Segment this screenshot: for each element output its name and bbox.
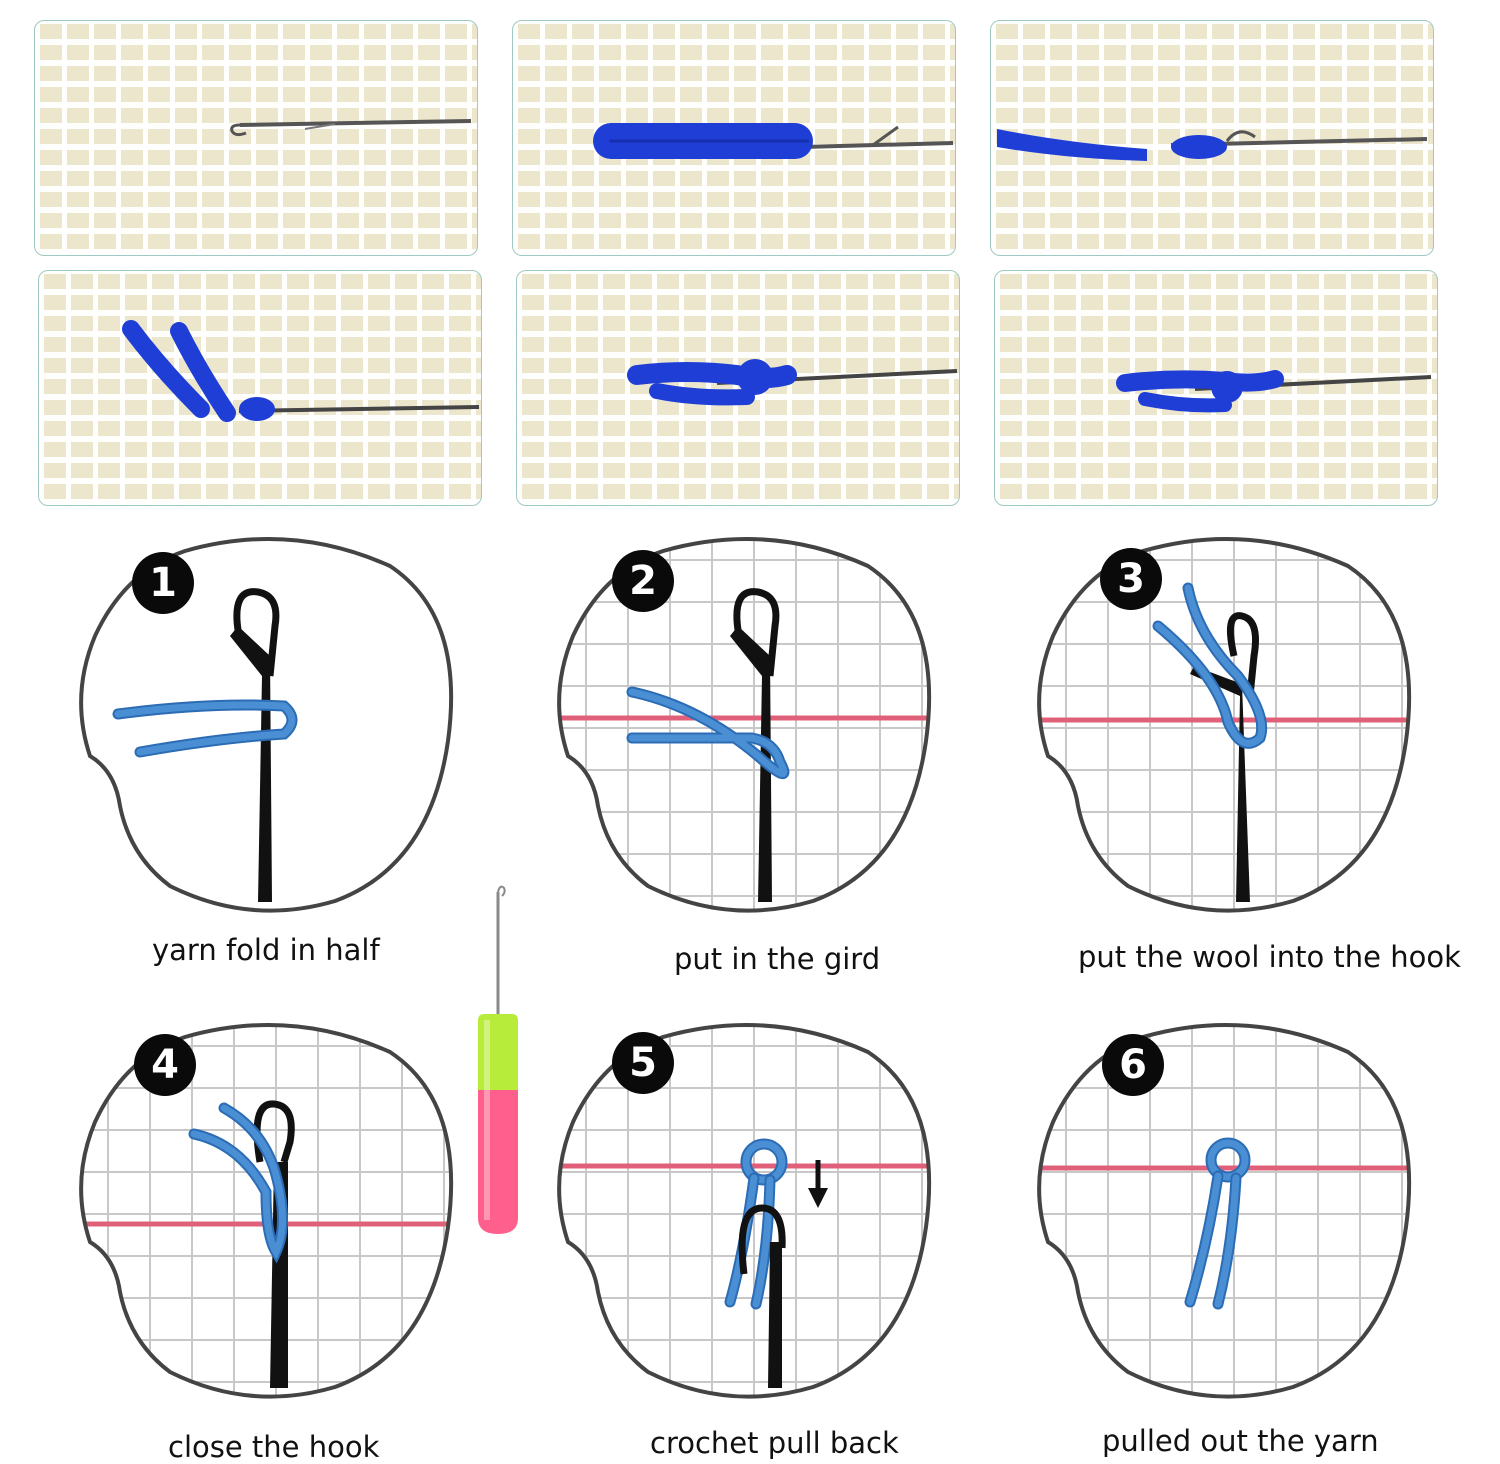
yarn-icon (1152, 582, 1268, 749)
step-6-diagram: 6 (1028, 1012, 1428, 1412)
hook-icon (730, 588, 780, 902)
step-number-badge: 4 (134, 1034, 196, 1096)
hook-icon (230, 588, 280, 902)
photo-step-6 (994, 270, 1438, 506)
yarn-icon (1184, 1137, 1251, 1310)
step-caption: put in the gird (674, 942, 881, 976)
latch-hook-tool-icon (478, 885, 518, 1234)
hook-photo-icon (122, 320, 480, 422)
step-caption: pulled out the yarn (1102, 1424, 1379, 1458)
step-caption: crochet pull back (650, 1426, 899, 1460)
hook-photo-icon (997, 129, 1428, 161)
step-caption: put the wool into the hook (1078, 940, 1461, 974)
hook-icon (1190, 612, 1259, 902)
step-number-badge: 6 (1102, 1034, 1164, 1096)
canvas-grid (559, 539, 930, 911)
yarn-icon (626, 686, 790, 779)
step-number-badge: 5 (612, 1032, 674, 1094)
hook-icon (738, 1204, 786, 1388)
hook-photo-icon (230, 119, 472, 137)
photo-step-3 (990, 20, 1434, 256)
hook-photo-icon (627, 359, 958, 406)
yarn-icon (188, 1102, 288, 1264)
step-number-badge: 3 (1100, 548, 1162, 610)
photo-step-2 (512, 20, 956, 256)
hook-photo-icon (1116, 370, 1432, 413)
step-number-badge: 1 (132, 552, 194, 614)
step-caption: yarn fold in half (152, 933, 380, 967)
hook-photo-icon (593, 123, 954, 159)
step-2-diagram: 2 (548, 526, 948, 926)
photo-step-4 (38, 270, 482, 506)
yarn-icon (112, 699, 298, 758)
latch-hook-tool (470, 880, 530, 1240)
step-4-diagram: 4 (70, 1012, 470, 1412)
step-3-diagram: 3 (1028, 526, 1428, 926)
step-caption: close the hook (168, 1430, 380, 1464)
photo-step-1 (34, 20, 478, 256)
step-1-diagram: 1 (70, 526, 470, 926)
photo-step-5 (516, 270, 960, 506)
step-5-diagram: 5 (548, 1012, 948, 1412)
arrow-down-icon (808, 1160, 828, 1208)
step-number-badge: 2 (612, 550, 674, 612)
